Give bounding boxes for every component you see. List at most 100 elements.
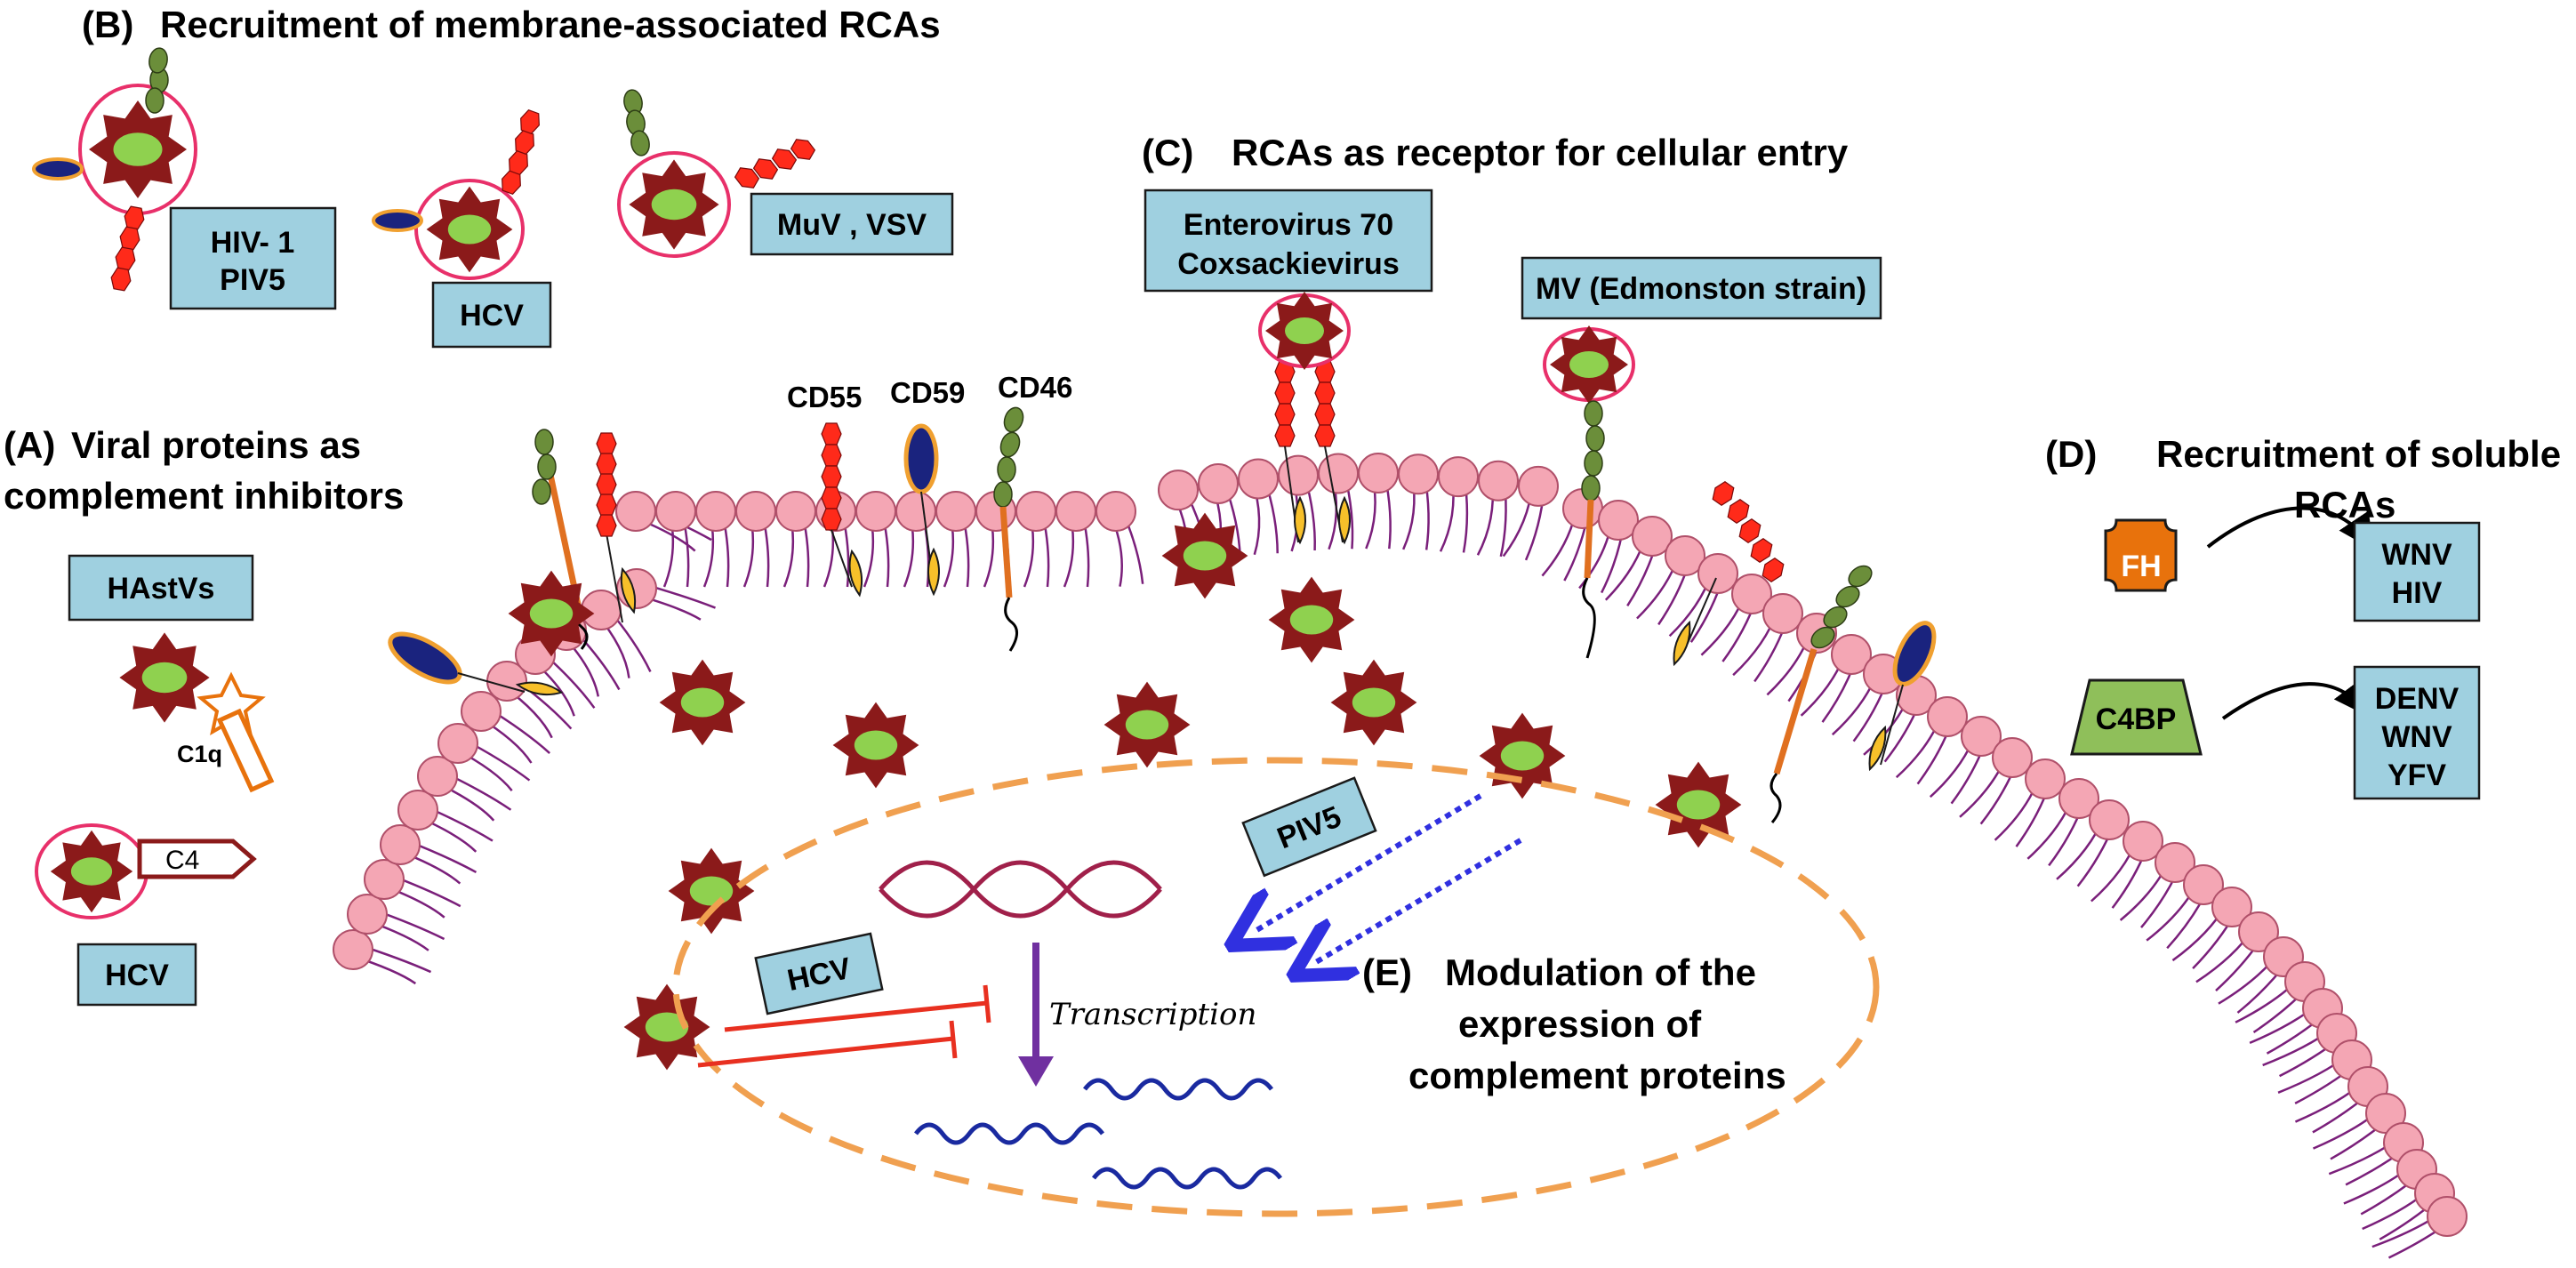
- box-wnv-label: WNV: [2381, 538, 2452, 572]
- panel-b-title: Recruitment of membrane-associated RCAs: [160, 4, 941, 45]
- lipid-head: [855, 491, 896, 532]
- virus-particle: [1268, 576, 1355, 663]
- lipid-head: [1478, 460, 1519, 502]
- membrane-receptor-cd46: [993, 404, 1027, 652]
- box-hiv-label: HIV: [2392, 576, 2443, 610]
- nucleus-outline: [672, 757, 1880, 1217]
- box-hcv-a-label: HCV: [105, 959, 169, 992]
- membrane-receptor-cd55-right: [1668, 478, 1788, 668]
- lipid-head: [1095, 491, 1136, 532]
- lipid-head: [417, 756, 458, 797]
- c4bp-to-denv-arrow: [2221, 678, 2370, 720]
- lipid-head: [333, 929, 373, 970]
- box-hcv-a: [76, 943, 197, 1007]
- lipid-head: [397, 790, 438, 831]
- inhibition-lines: [697, 984, 991, 1068]
- virus-hcv-c4: [35, 823, 257, 919]
- c4bp-label: C4BP: [2096, 702, 2177, 736]
- virus-particle: [1161, 512, 1248, 599]
- box-enterovirus: [1144, 189, 1433, 293]
- panel-c-letter: (C): [1142, 132, 1193, 173]
- lipid-head: [364, 859, 405, 900]
- box-wnv-hiv: [2353, 521, 2481, 622]
- lipid-head: [437, 723, 478, 764]
- membrane-receptor-cd55: [821, 422, 866, 598]
- virus-particle: [659, 659, 746, 746]
- lipid-head: [1762, 593, 1803, 634]
- lipid-head: [1665, 535, 1705, 576]
- lipid-head: [1358, 453, 1399, 494]
- box-muv-vsv-label: MuV , VSV: [777, 208, 927, 242]
- lipid-head: [1632, 516, 1673, 557]
- lipid-head: [2123, 821, 2163, 862]
- lipid-head: [1015, 491, 1056, 532]
- cd55-label: CD55: [787, 381, 862, 413]
- lipid-head: [1961, 716, 2002, 757]
- box-piv5-b-label: PIV5: [220, 263, 285, 297]
- box-wnv2-label: WNV: [2381, 720, 2452, 754]
- box-piv5-e: PIV5: [1241, 776, 1377, 878]
- membrane-receptor-cd59-left: [388, 631, 564, 699]
- membrane-receptor-cd59: [903, 423, 941, 595]
- lipid-head: [2211, 887, 2252, 927]
- dna-double-helix: [879, 860, 1162, 919]
- lipid-head: [2183, 864, 2224, 905]
- virus-particle: [668, 847, 755, 935]
- lipid-head: [1731, 574, 1772, 614]
- membrane-receptor-cd59-right: [1864, 621, 1937, 773]
- panel-e-title-line2: expression of: [1458, 1003, 1702, 1045]
- cd59-label: CD59: [890, 376, 965, 409]
- box-hastvs: [68, 554, 254, 622]
- panel-a-title-line1: Viral proteins as: [71, 424, 361, 466]
- panel-e-letter: (E): [1362, 951, 1412, 993]
- lipid-head: [1398, 453, 1439, 495]
- membrane-receptor-cd46-right: [1769, 561, 1876, 823]
- virus-hcv-with-rcas: [372, 108, 544, 280]
- box-muv-vsv: [750, 192, 954, 256]
- panel-d-title-line1: Recruitment of soluble: [2156, 433, 2561, 475]
- box-hcv-b-label: HCV: [460, 299, 524, 333]
- lipid-head: [895, 491, 936, 532]
- panel-e-title-line3: complement proteins: [1408, 1055, 1786, 1096]
- c1q-label: C1q: [177, 741, 222, 767]
- lipid-head: [735, 491, 776, 532]
- virus-particle: [508, 570, 595, 657]
- box-mv: [1521, 256, 1882, 320]
- box-hcv-b: [431, 281, 552, 349]
- virus-particle: [623, 983, 710, 1071]
- lipid-head: [1518, 465, 1559, 507]
- virus-muv-vsv-with-rcas: [617, 87, 818, 258]
- lipid-head: [1158, 469, 1199, 511]
- lipid-head: [655, 491, 696, 532]
- box-enterovirus-line2: Coxsackievirus: [1177, 247, 1400, 281]
- lipid-head: [2025, 758, 2066, 799]
- cd55-receptor-pair-enterovirus: [1274, 360, 1352, 543]
- transcription-label: Transcription: [1049, 997, 1256, 1032]
- lipid-head: [2089, 799, 2130, 840]
- lipid-head: [347, 894, 388, 935]
- panel-d-letter: (D): [2045, 433, 2097, 475]
- box-yfv-label: YFV: [2387, 758, 2446, 792]
- panel-e-title-line1: Modulation of the: [1445, 951, 1756, 993]
- lipid-head: [1438, 456, 1479, 498]
- virus-hiv-piv5-with-rcas: [32, 45, 197, 293]
- membrane-lipid-heads: [333, 453, 2468, 1237]
- transcription-arrow: [1018, 943, 1054, 1087]
- cd46-label: CD46: [998, 371, 1072, 404]
- box-hiv1-label: HIV- 1: [211, 226, 294, 260]
- lipid-head: [695, 491, 736, 532]
- lipid-head: [2058, 778, 2099, 819]
- lipid-head: [2238, 911, 2279, 952]
- lipid-head: [1238, 458, 1279, 500]
- panel-a-letter: (A): [4, 424, 55, 466]
- fh-label: FH: [2121, 550, 2161, 583]
- lipid-head: [380, 824, 421, 865]
- virus-particle: [1330, 659, 1417, 746]
- c4-label: C4: [165, 846, 199, 875]
- virus-enterovirus-bound: [1258, 292, 1351, 370]
- box-denv-label: DENV: [2375, 682, 2460, 716]
- lipid-head: [1598, 500, 1639, 541]
- box-denv-wnv-yfv: [2353, 665, 2481, 800]
- membrane-receptor-cd55-left: [596, 432, 640, 623]
